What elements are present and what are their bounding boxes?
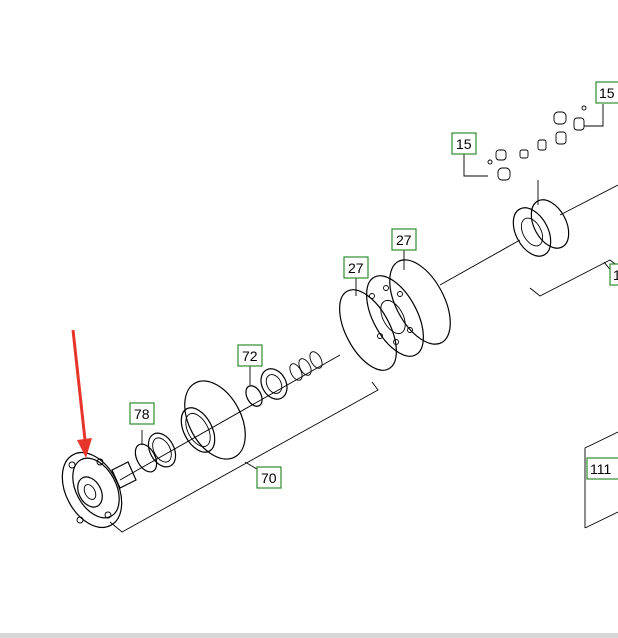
callout-15-mid: 15 [451, 132, 477, 155]
hub-27-right-part [366, 259, 451, 357]
upper-group-bracket [529, 259, 618, 297]
bearing-72-part [245, 351, 323, 407]
callout-15-top: 15 [595, 81, 618, 104]
upper-bearing-part [512, 180, 570, 257]
svg-text:27: 27 [348, 260, 364, 276]
flange-part [61, 452, 137, 528]
housing-disc-part [180, 380, 246, 460]
callout-72: 72 [237, 344, 263, 367]
svg-text:78: 78 [134, 406, 150, 422]
svg-text:72: 72 [242, 348, 258, 364]
callout-70: 70 [256, 466, 282, 489]
svg-text:15: 15 [456, 136, 472, 152]
svg-text:111: 111 [590, 461, 611, 477]
bottom-scroll-edge [0, 633, 618, 638]
callout-1-partial: 1 [609, 263, 618, 286]
svg-text:1: 1 [613, 267, 618, 283]
callout-111: 111 [586, 457, 618, 480]
gasket-27-left-part [339, 289, 397, 371]
group-70-bracket [109, 381, 379, 533]
callout-78: 78 [129, 402, 155, 425]
part-111-outline [584, 431, 618, 528]
fittings-group [463, 104, 604, 181]
svg-text:70: 70 [261, 470, 277, 486]
callout-27-right: 27 [391, 228, 417, 251]
svg-text:27: 27 [396, 232, 412, 248]
svg-text:15: 15 [599, 85, 615, 101]
seal-78-part [134, 432, 177, 473]
red-arrow-icon [71, 329, 92, 458]
callout-27-left: 27 [343, 256, 369, 279]
